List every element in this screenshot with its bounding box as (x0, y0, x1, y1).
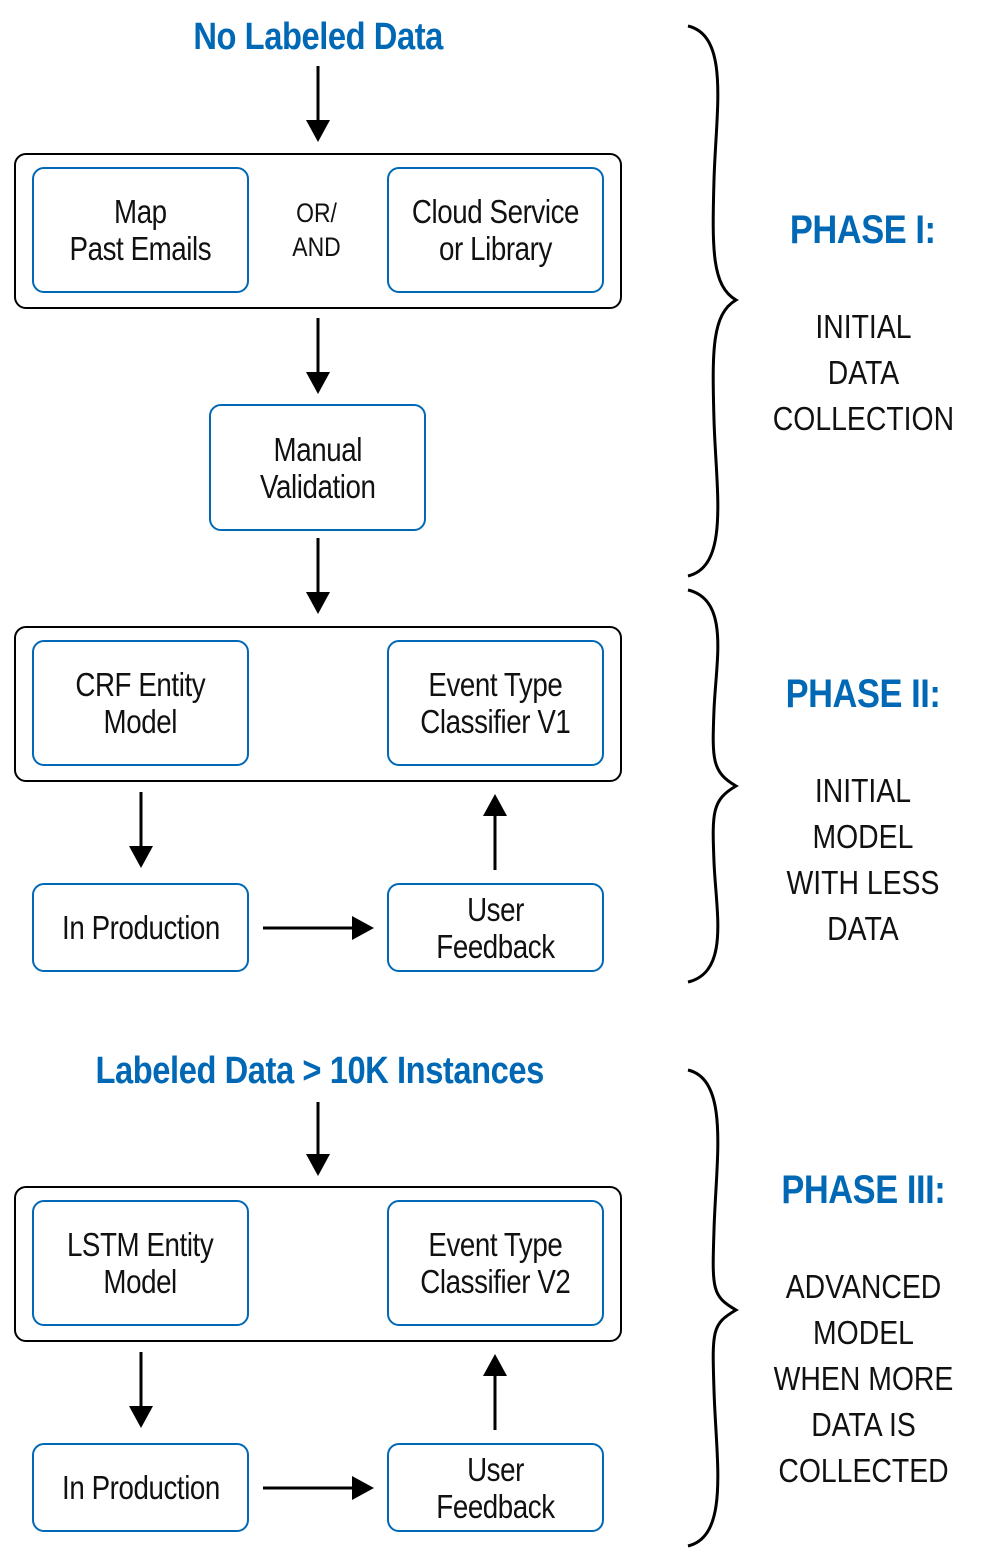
arrow-down-validation-to-models (306, 538, 330, 614)
phase3-title: PHASE III: (781, 1168, 945, 1212)
arrow-right-production-to-feedback-p3 (263, 1476, 374, 1500)
phase3-in-production-box: In Production (32, 1443, 249, 1532)
arrow-down-crf-to-production (129, 792, 153, 868)
phase2-in-production-box: In Production (32, 883, 249, 972)
crf-entity-model-box: CRF Entity Model (32, 640, 249, 766)
map-past-emails-box: Map Past Emails (32, 167, 249, 293)
phase1-description: INITIAL DATA COLLECTION (772, 308, 954, 437)
phase2-description: INITIAL MODEL WITH LESS DATA (786, 772, 940, 947)
phase3-description: ADVANCED MODEL WHEN MORE DATA IS COLLECT… (773, 1268, 953, 1489)
phase2-brace (687, 588, 739, 984)
arrow-down-sources-to-validation (306, 318, 330, 394)
phase1-title: PHASE I: (790, 208, 936, 252)
cloud-service-box: Cloud Service or Library (387, 167, 604, 293)
lstm-entity-model-box: LSTM Entity Model (32, 1200, 249, 1326)
heading-labeled-data-10k: Labeled Data > 10K Instances (95, 1050, 545, 1092)
heading-no-labeled-data: No Labeled Data (193, 16, 443, 58)
phase2-title: PHASE II: (785, 672, 941, 716)
event-type-classifier-v1-box: Event Type Classifier V1 (387, 640, 604, 766)
arrow-up-feedback-to-classifier-v2 (483, 1354, 507, 1430)
arrow-down-labeled-to-models (306, 1102, 330, 1176)
phase1-brace (687, 24, 739, 578)
phase3-user-feedback-box: User Feedback (387, 1443, 604, 1532)
or-and-label: OR/ AND (292, 198, 342, 262)
manual-validation-box: Manual Validation (209, 404, 426, 531)
arrow-up-feedback-to-classifier-v1 (483, 794, 507, 870)
event-type-classifier-v2-box: Event Type Classifier V2 (387, 1200, 604, 1326)
arrow-down-no-labeled-to-sources (306, 66, 330, 142)
phase2-user-feedback-box: User Feedback (387, 883, 604, 972)
phase3-brace (687, 1068, 739, 1548)
arrow-down-lstm-to-production (129, 1352, 153, 1428)
arrow-right-production-to-feedback-p2 (263, 916, 374, 940)
